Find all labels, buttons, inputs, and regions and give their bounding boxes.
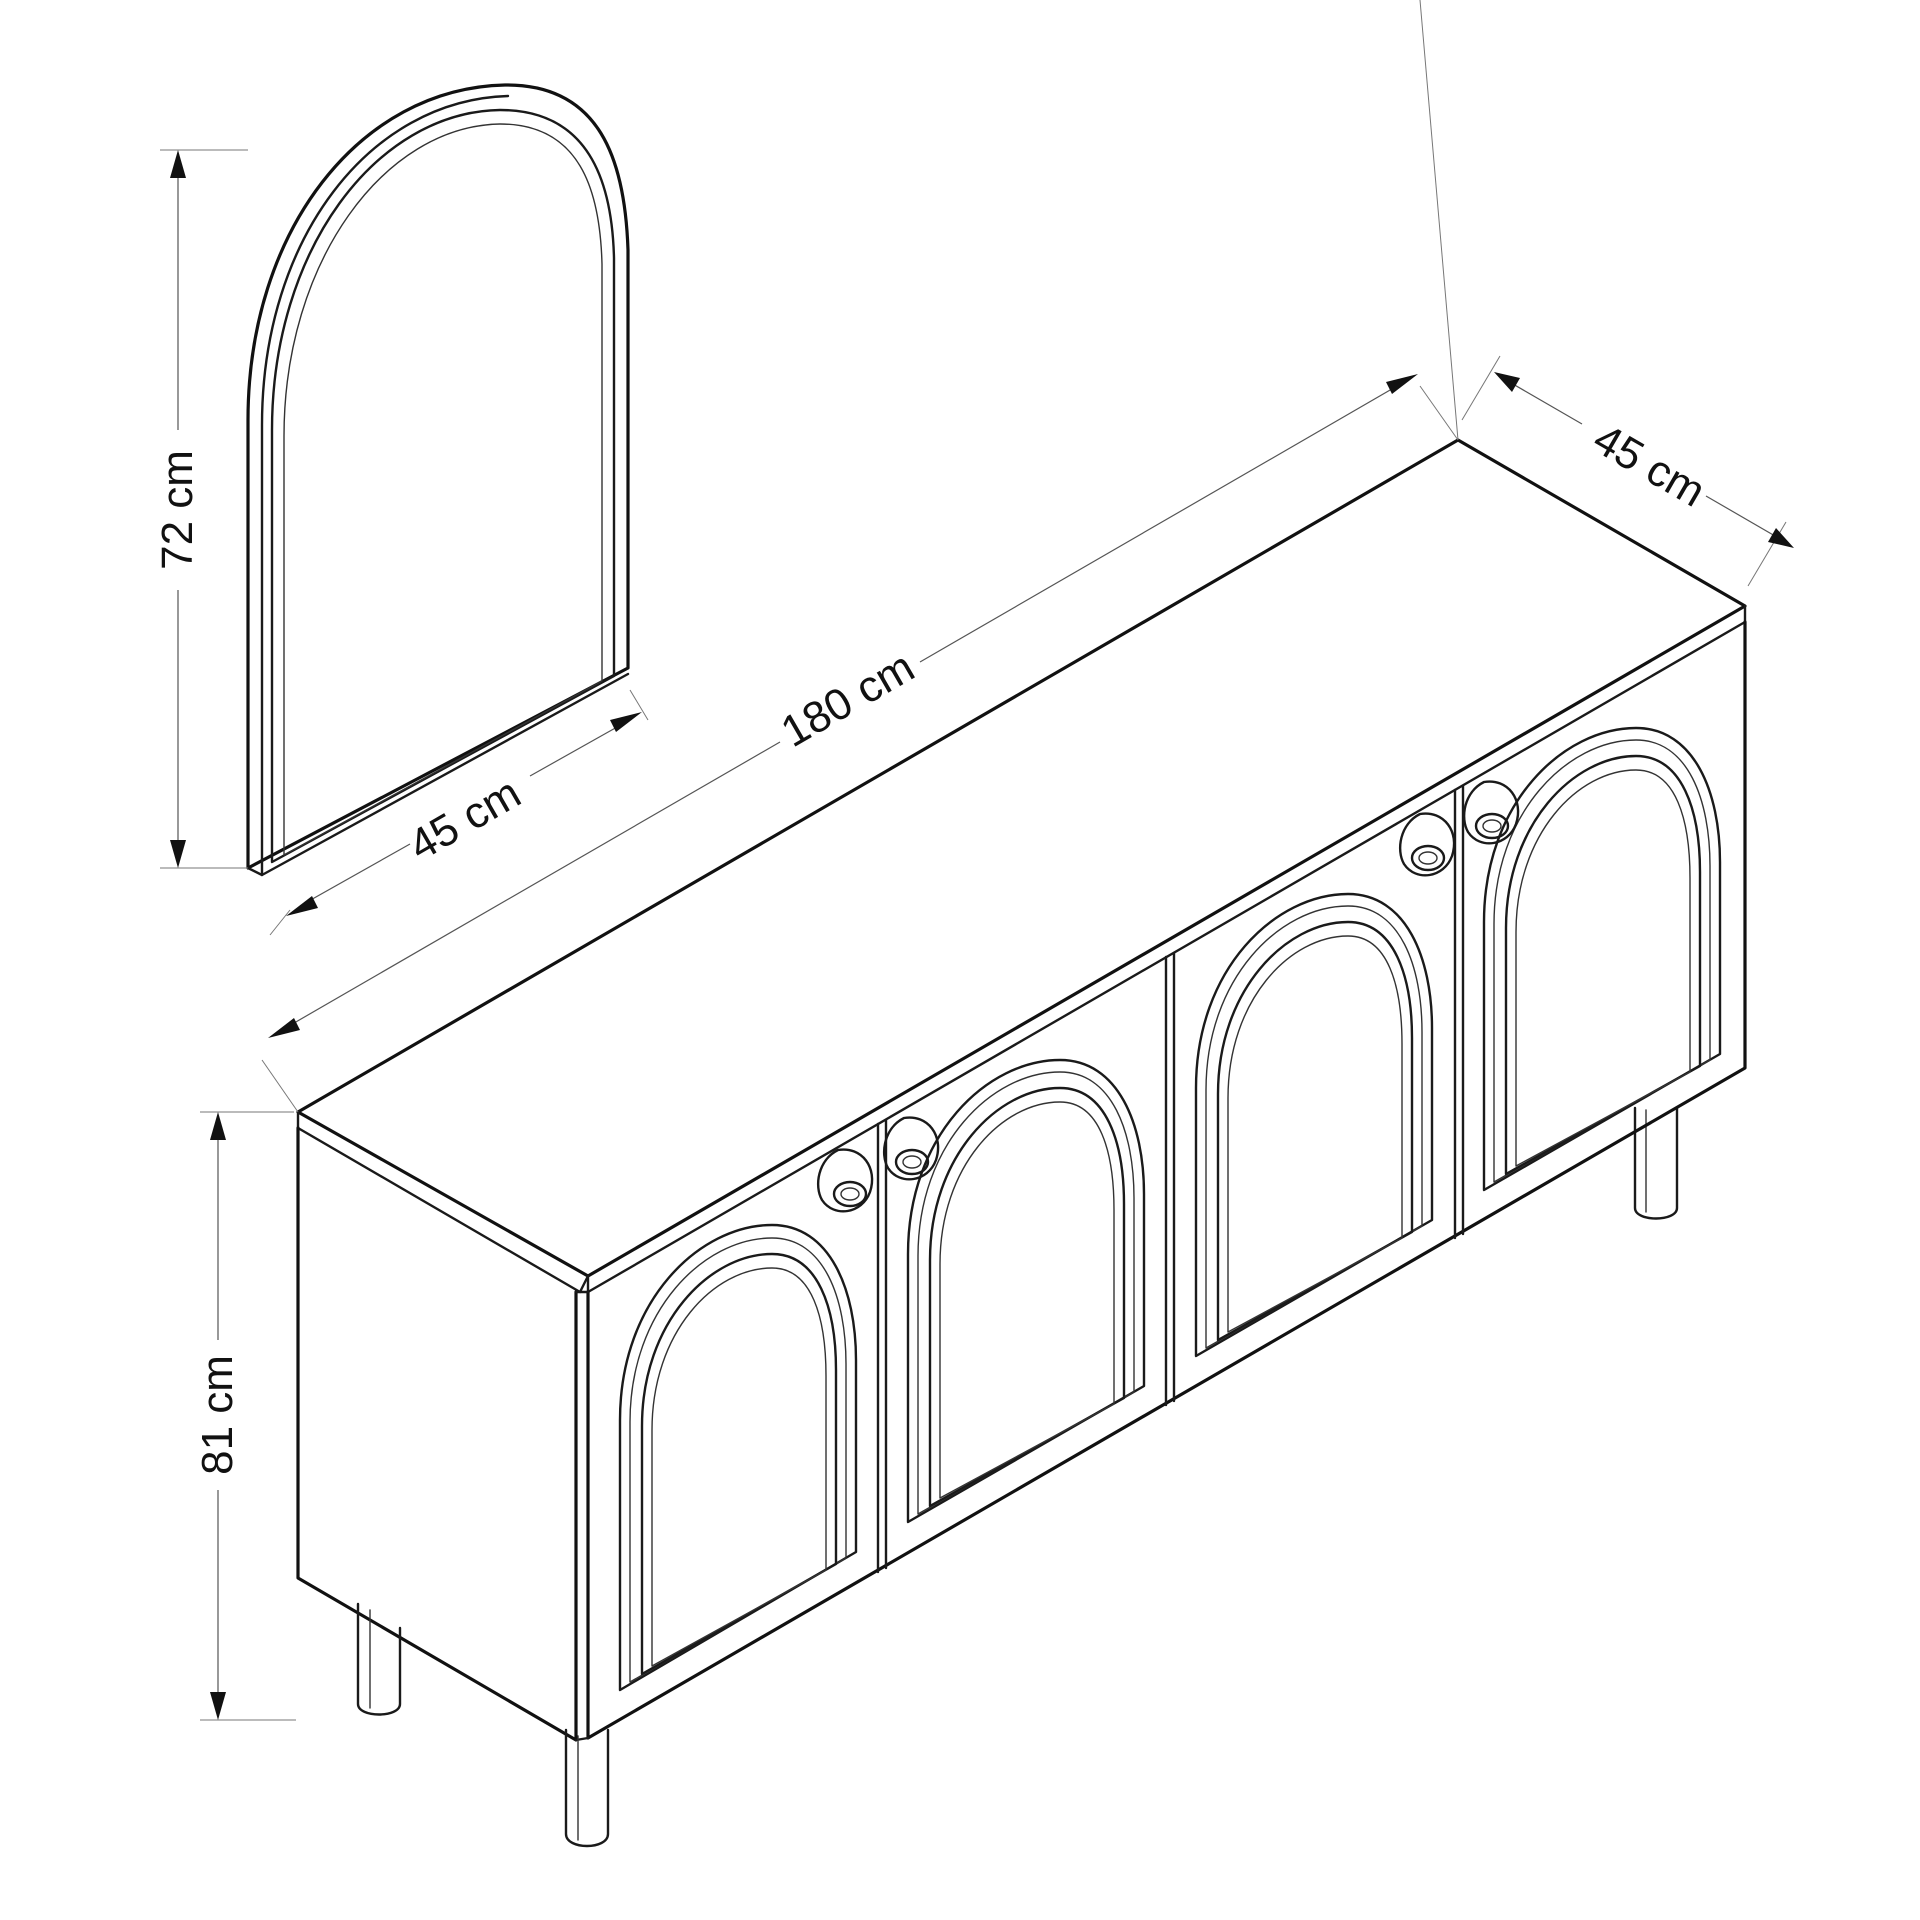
arrow-up-icon [170, 150, 186, 178]
arrow-left-icon [286, 896, 318, 916]
arrow-down-icon [210, 1692, 226, 1720]
front-left-leg [356, 1602, 402, 1716]
arched-mirror [246, 83, 630, 877]
cabinet-left-side [296, 1126, 578, 1742]
back-right-leg [1633, 1106, 1679, 1220]
arrow-right-icon [610, 712, 642, 732]
arrow-left-icon [1494, 372, 1520, 392]
arrow-right-icon [1386, 374, 1418, 394]
door-3-arch-panel [1194, 892, 1434, 1358]
mirror-height-label: 72 cm [153, 450, 202, 570]
cabinet-top [296, 438, 1747, 1278]
mirror-width-label: 45 cm [401, 768, 529, 870]
door-4-arch-panel [1482, 726, 1722, 1192]
cabinet-height-label: 81 cm [193, 1355, 242, 1475]
arrow-right-icon [1768, 528, 1794, 548]
mirror-height-dimension: 72 cm [153, 149, 248, 869]
arrow-left-icon [268, 1018, 300, 1038]
arrow-up-icon [210, 1112, 226, 1140]
arrow-down-icon [170, 840, 186, 868]
cabinet-height-dimension: 81 cm [193, 1111, 296, 1721]
cabinet-depth-label: 45 cm [1585, 414, 1713, 516]
door-knob-4 [1462, 780, 1520, 845]
cabinet [296, 438, 1747, 1848]
mirror-width-dimension: 45 cm [269, 689, 649, 936]
door-dividers [876, 784, 1465, 1574]
door-knob-1 [816, 1148, 874, 1213]
cabinet-length-label: 180 cm [773, 642, 922, 757]
front-center-leg [564, 1728, 610, 1848]
door-knob-2 [882, 1116, 940, 1181]
cabinet-length-dimension: 180 cm [261, 0, 1459, 1113]
door-knob-3 [1398, 812, 1456, 877]
door-2-arch-panel [906, 1058, 1146, 1524]
door-1-arch-panel [618, 1223, 858, 1692]
